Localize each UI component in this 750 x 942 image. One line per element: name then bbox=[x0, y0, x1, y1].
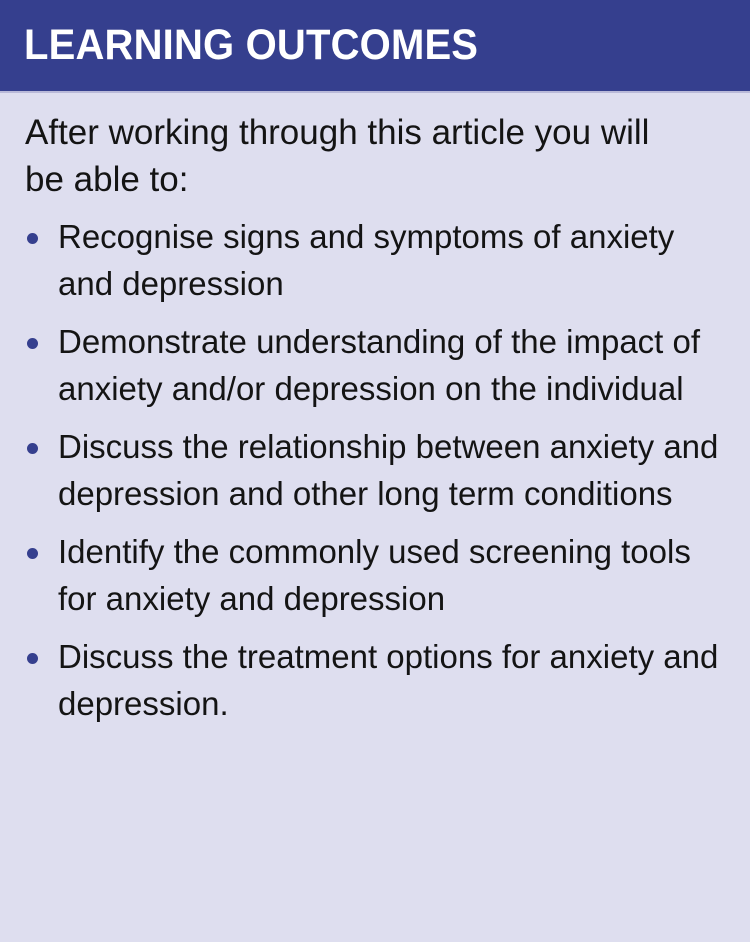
list-item: Identify the commonly used screening too… bbox=[25, 528, 732, 622]
list-item: Discuss the treatment options for anxiet… bbox=[25, 633, 732, 727]
bullet-dot-icon bbox=[27, 443, 38, 454]
outcome-text: Recognise signs and symptoms of anxiety … bbox=[58, 218, 675, 302]
panel-body: After working through this article you w… bbox=[0, 93, 750, 942]
outcomes-list: Recognise signs and symptoms of anxiety … bbox=[25, 213, 732, 727]
bullet-dot-icon bbox=[27, 548, 38, 559]
outcome-text: Discuss the treatment options for anxiet… bbox=[58, 638, 719, 722]
bullet-dot-icon bbox=[27, 338, 38, 349]
list-item: Recognise signs and symptoms of anxiety … bbox=[25, 213, 732, 307]
list-item: Discuss the relationship between anxiety… bbox=[25, 423, 732, 517]
page-title: LEARNING OUTCOMES bbox=[24, 21, 479, 69]
panel-header: LEARNING OUTCOMES bbox=[0, 0, 750, 93]
outcome-text: Identify the commonly used screening too… bbox=[58, 533, 691, 617]
outcome-text: Demonstrate understanding of the impact … bbox=[58, 323, 701, 407]
outcome-text: Discuss the relationship between anxiety… bbox=[58, 428, 719, 512]
bullet-dot-icon bbox=[27, 653, 38, 664]
intro-text: After working through this article you w… bbox=[25, 113, 650, 199]
bullet-dot-icon bbox=[27, 233, 38, 244]
list-item: Demonstrate understanding of the impact … bbox=[25, 318, 732, 412]
